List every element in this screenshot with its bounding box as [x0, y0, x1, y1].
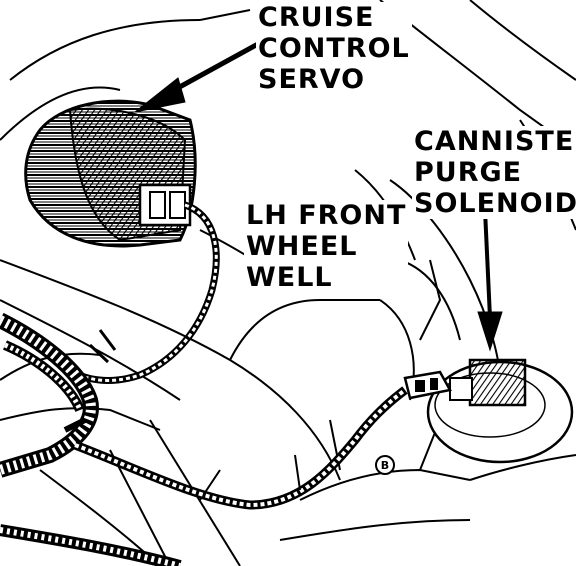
servo-arrowhead [134, 77, 186, 113]
solenoid-label-line-3: SOLENOID [414, 188, 576, 219]
main-wiring-loom [0, 312, 408, 566]
solenoid-label-line-2: PURGE [414, 157, 523, 188]
wheel-well-label-line-1: LH FRONT [246, 200, 407, 231]
solenoid-label-line-1: CANNISTER [414, 126, 576, 157]
servo-wire-harness [68, 201, 220, 384]
servo-label-line-3: SERVO [258, 64, 366, 95]
leader-arrows [134, 41, 503, 352]
wheel-well-label-line-2: WHEEL [246, 231, 358, 262]
cannister-purge-solenoid-label: CANNISTER PURGE SOLENOID [412, 126, 576, 219]
reference-marker: B [375, 455, 395, 475]
solenoid-arrowhead [477, 311, 503, 352]
reference-marker-letter: B [381, 459, 389, 472]
servo-label-line-2: CONTROL [258, 33, 410, 64]
cannister-purge-solenoid [403, 358, 574, 464]
wheel-well-label-line-3: WELL [246, 262, 333, 293]
servo-label-line-1: CRUISE [258, 2, 375, 33]
lh-front-wheel-well-label: LH FRONT WHEEL WELL [244, 200, 409, 293]
cruise-control-servo-label: CRUISE CONTROL SERVO [256, 2, 412, 95]
cruise-control-servo [24, 99, 197, 248]
